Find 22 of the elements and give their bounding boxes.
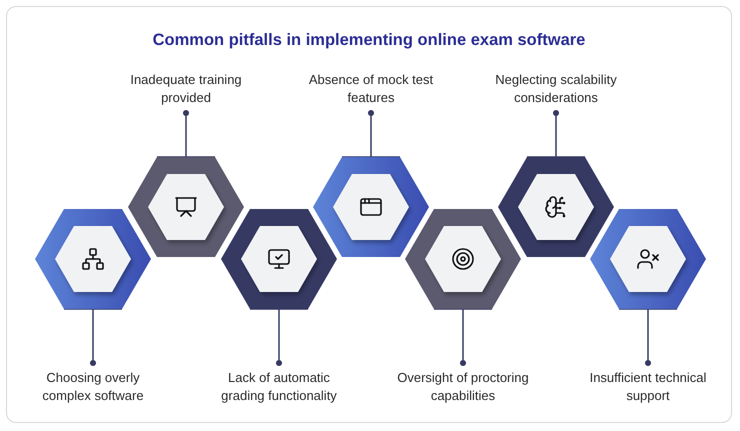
pitfall-label: Inadequate training provided xyxy=(119,71,253,107)
pitfall-label: Choosing overly complex software xyxy=(26,369,160,405)
hexagon-badge xyxy=(590,209,706,309)
hexagon-badge xyxy=(128,157,244,257)
pitfall-label: Insufficient technical support xyxy=(581,369,715,405)
pitfall-label: Lack of automatic grading functionality xyxy=(212,369,346,405)
pitfall-label: Neglecting scalability considerations xyxy=(489,71,623,107)
leader-line xyxy=(618,308,678,366)
leader-line xyxy=(433,308,493,366)
leader-line xyxy=(63,308,123,366)
hexagon-badge xyxy=(313,157,429,257)
hexagon-badge xyxy=(221,209,337,309)
pitfall-label: Oversight of proctoring capabilities xyxy=(396,369,530,405)
hexagon-badge xyxy=(405,209,521,309)
leader-line xyxy=(156,110,216,158)
hexagon-badge xyxy=(498,157,614,257)
hexagon-badge xyxy=(35,209,151,309)
title: Common pitfalls in implementing online exam software xyxy=(152,31,586,50)
leader-line xyxy=(526,110,586,158)
leader-line xyxy=(249,308,309,366)
leader-line xyxy=(341,110,401,158)
pitfall-label: Absence of mock test features xyxy=(304,71,438,107)
